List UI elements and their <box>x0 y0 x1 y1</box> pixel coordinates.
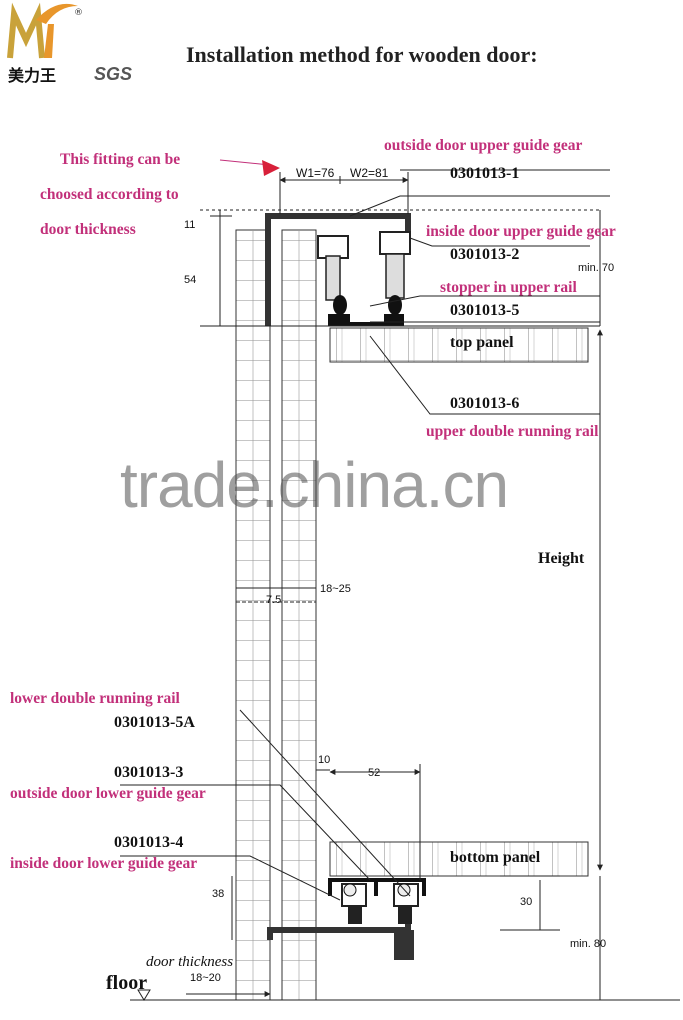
label-outside-upper-gear: outside door upper guide gear <box>384 137 583 154</box>
dim-54: 54 <box>184 274 197 286</box>
label-outside-lower-gear: outside door lower guide gear <box>10 785 206 802</box>
dim-18-25: 18~25 <box>320 583 351 595</box>
code-0301013-3: 0301013-3 <box>114 764 184 781</box>
label-bottom-panel: bottom panel <box>450 849 541 866</box>
code-0301013-6: 0301013-6 <box>450 395 520 412</box>
dim-30: 30 <box>520 896 533 908</box>
dim-min80: min. 80 <box>570 938 607 950</box>
label-top-panel: top panel <box>450 334 514 351</box>
top-panel <box>329 327 589 363</box>
brand-name: 美力王 <box>8 66 57 85</box>
sgs-mark: SGS <box>94 64 133 84</box>
upper-guide-gears <box>317 231 411 315</box>
dim-w1: W1=76 <box>296 166 335 180</box>
mi-logo-icon <box>7 2 78 59</box>
dim-w2: W2=81 <box>350 166 389 180</box>
note-fitting-2: choosed according to <box>40 186 179 203</box>
dim-52: 52 <box>368 767 381 779</box>
code-0301013-5: 0301013-5 <box>450 302 520 319</box>
lower-guide-gears <box>341 883 419 960</box>
dim-18-20: 18~20 <box>190 972 221 984</box>
pointer-arrow-icon <box>262 160 280 176</box>
code-0301013-2: 0301013-2 <box>450 246 520 263</box>
label-inside-lower-gear: inside door lower guide gear <box>10 855 198 872</box>
upper-bracket <box>265 213 411 326</box>
label-lower-rail: lower double running rail <box>10 690 180 707</box>
watermark: trade.china.cn <box>120 449 509 521</box>
label-stopper: stopper in upper rail <box>440 279 577 296</box>
dim-min70: min. 70 <box>578 262 615 274</box>
code-0301013-5a: 0301013-5A <box>114 714 195 731</box>
lower-running-rail <box>328 878 426 896</box>
registered-mark: ® <box>74 8 83 18</box>
upper-running-rail <box>328 314 404 326</box>
label-floor: floor <box>106 972 148 994</box>
label-height: Height <box>538 550 585 567</box>
label-door-thickness: door thickness <box>146 954 234 970</box>
dim-11: 11 <box>184 219 196 231</box>
code-0301013-4: 0301013-4 <box>114 834 184 851</box>
page-title: Installation method for wooden door: <box>186 42 538 67</box>
code-0301013-1: 0301013-1 <box>450 165 520 182</box>
floor-symbol-icon <box>137 989 151 1001</box>
dim-10: 10 <box>318 754 331 766</box>
label-upper-rail: upper double running rail <box>426 423 599 440</box>
note-fitting-1: This fitting can be <box>60 151 181 168</box>
dim-38: 38 <box>212 888 225 900</box>
dim-7-5: 7.5 <box>266 594 282 606</box>
note-fitting-3: door thickness <box>40 221 136 238</box>
bottom-panel <box>329 841 589 877</box>
label-inside-upper-gear: inside door upper guide gear <box>426 223 616 240</box>
